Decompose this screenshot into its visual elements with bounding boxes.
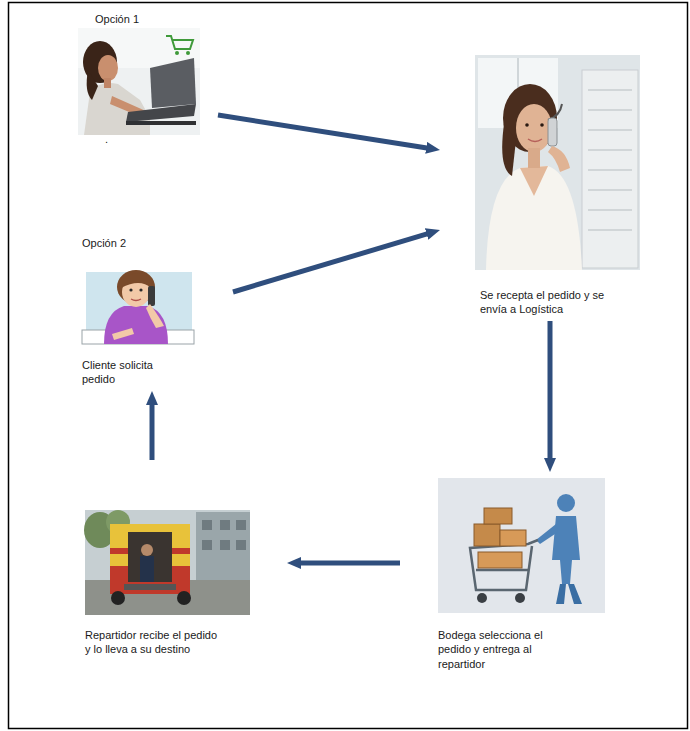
flow-arrow <box>218 115 430 148</box>
delivery-van-picture-part <box>110 524 190 594</box>
operator-picture-part <box>502 124 516 176</box>
operator-picture-part <box>588 129 632 131</box>
laptop-woman-picture-part <box>78 28 200 135</box>
image-node: Opción 1. <box>75 8 218 151</box>
node-caption: Cliente solicita pedido <box>82 358 170 387</box>
laptop-woman-picture-part <box>104 78 111 88</box>
image-node: Opción 2 Cliente solicita pedido <box>78 232 233 391</box>
delivery-van-picture-part <box>202 520 212 530</box>
flow-arrow <box>297 561 400 566</box>
delivery-van-picture-part <box>85 510 250 615</box>
operator-picture-part <box>588 149 632 151</box>
image-node: Repartidor recibe el pedido y lo lleva a… <box>82 460 287 661</box>
operator-picture <box>475 55 640 270</box>
operator-picture-part <box>528 148 540 168</box>
node-caption: . <box>105 132 125 146</box>
delivery-van-picture-part <box>177 591 191 605</box>
phone-woman-picture-part <box>131 299 141 301</box>
warehouse-picture <box>438 478 605 613</box>
warehouse-picture-part <box>500 530 526 546</box>
image-node: Se recepta el pedido y se envía a Logíst… <box>440 50 650 321</box>
operator-picture-part <box>520 166 548 196</box>
phone-woman-picture-part <box>129 288 132 291</box>
delivery-van-picture-part <box>141 544 153 556</box>
operator-picture-part <box>588 189 632 191</box>
flow-arrow <box>233 233 430 292</box>
delivery-van-picture-part <box>236 520 246 530</box>
operator-picture-part <box>548 146 570 172</box>
laptop-woman-picture-part <box>150 58 196 108</box>
delivery-van-picture-part <box>124 584 176 590</box>
phone-woman-picture-part <box>148 286 155 306</box>
node-caption: Se recepta el pedido y se envía a Logíst… <box>480 288 622 317</box>
warehouse-picture-part <box>476 569 528 572</box>
node-caption: Bodega selecciona el pedido y entrega al… <box>438 628 554 671</box>
warehouse-picture-part <box>536 524 558 544</box>
frame <box>9 3 688 729</box>
node-heading: Opción 1 <box>95 12 195 26</box>
laptop-woman-picture <box>78 28 200 135</box>
delivery-van-picture-part <box>236 540 246 550</box>
laptop-woman-picture-part <box>166 36 193 49</box>
laptop-woman-picture-part <box>126 104 196 122</box>
phone-woman-picture <box>82 270 194 344</box>
operator-picture-part <box>525 123 529 127</box>
phone-woman-picture-part <box>146 304 164 328</box>
laptop-woman-picture-part <box>186 51 190 55</box>
delivery-van-picture-part <box>202 540 212 550</box>
delivery-van-picture-part <box>85 580 250 615</box>
warehouse-picture-part <box>470 540 538 590</box>
node-caption: Repartidor recibe el pedido y lo lleva a… <box>85 628 225 657</box>
warehouse-picture-part <box>470 540 538 590</box>
operator-picture-part <box>582 70 638 268</box>
flow-arrow <box>548 321 553 462</box>
operator-picture-part <box>475 55 640 270</box>
delivery-van-picture <box>84 510 250 615</box>
delivery-van-picture-part <box>140 556 154 582</box>
delivery-van-picture-part <box>220 540 230 550</box>
warehouse-picture-part <box>474 524 500 546</box>
operator-picture-part <box>548 118 557 146</box>
flow-arrow <box>150 401 155 460</box>
operator-picture-part <box>588 229 632 231</box>
delivery-van-picture-part <box>111 591 125 605</box>
phone-woman-picture-part <box>139 288 142 291</box>
warehouse-picture-part <box>484 508 512 524</box>
warehouse-picture-part <box>438 478 605 613</box>
delivery-van-picture-part <box>128 532 172 582</box>
warehouse-picture-part <box>477 593 487 603</box>
delivery-van-picture-part <box>202 520 246 550</box>
operator-picture-part <box>540 123 544 127</box>
operator-picture-part <box>516 104 552 152</box>
laptop-woman-picture-part <box>87 70 98 100</box>
delivery-van-picture-part <box>220 520 230 530</box>
warehouse-picture-part <box>557 494 575 512</box>
laptop-woman-picture-part <box>126 121 196 125</box>
laptop-woman-picture-part <box>98 55 118 81</box>
laptop-woman-picture-part <box>175 51 179 55</box>
laptop-woman-picture-part <box>166 36 193 49</box>
operator-picture-part <box>588 90 632 230</box>
node-heading: Opción 2 <box>82 236 182 250</box>
delivery-van-picture-part <box>196 512 250 582</box>
operator-picture-part <box>588 89 632 91</box>
operator-picture-part <box>486 166 582 270</box>
warehouse-picture-part <box>556 584 582 604</box>
image-node: Bodega selecciona el pedido y entrega al… <box>400 472 612 675</box>
warehouse-picture-part <box>478 552 522 568</box>
phone-woman-picture-part <box>121 273 152 288</box>
operator-picture-part <box>528 139 542 142</box>
operator-picture-part <box>588 209 632 211</box>
phone-woman-picture-part <box>112 328 134 340</box>
operator-picture-part <box>588 169 632 171</box>
operator-picture-part <box>588 109 632 111</box>
warehouse-picture-part <box>515 593 525 603</box>
